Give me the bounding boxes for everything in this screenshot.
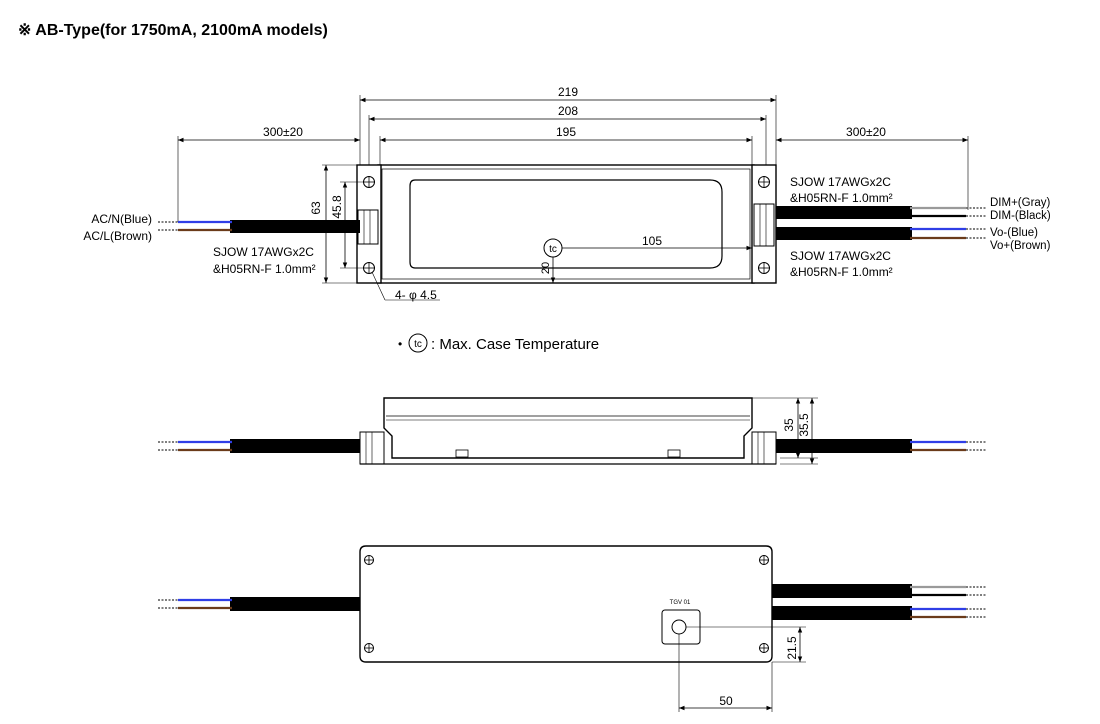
dim-35-5-label: 35.5 [797,413,811,437]
cable-out-bot-spec-2: &H05RN-F 1.0mm² [790,265,893,279]
dim-plus-label: DIM+(Gray) [990,197,1051,209]
tc-label-icon [671,619,687,635]
mounting-hole [363,262,375,274]
vo-plus-label: Vo+(Brown) [990,240,1051,252]
label-panel [409,179,723,269]
cable-gland-left [357,209,379,245]
ac-n-label: AC/N(Blue) [91,212,152,226]
cable-gland-right [753,203,775,247]
tc-note-icon [408,333,428,353]
dim-minus-label: DIM-(Black) [990,210,1051,222]
input-cable [230,439,360,453]
tc-note-symbol: tc [414,339,422,350]
mounting-hole [759,555,769,565]
dim-21-5-label: 21.5 [785,636,799,660]
dim-cable-left-label: 300±20 [263,125,303,139]
hole-label: 4- φ 4.5 [395,288,437,302]
bottom-view: TGV 01 21.5 50 [158,545,986,712]
input-cable [230,597,360,611]
case-body-top [377,164,755,284]
cable-in-spec-1: SJOW 17AWGx2C [213,245,314,259]
cable-out-top-spec-1: SJOW 17AWGx2C [790,175,891,189]
dim-219-label: 219 [558,85,578,99]
dim-105-label: 105 [642,234,662,248]
mounting-hole [363,176,375,188]
input-cable [230,220,360,233]
dim-208-label: 208 [558,104,578,118]
dim-63-label: 63 [309,201,323,215]
cable-in-spec-2: &H05RN-F 1.0mm² [213,262,316,276]
output-cable-vo [772,606,912,620]
tc-note: • tc : Max. Case Temperature [398,333,599,353]
case-body-side [383,397,753,459]
case-body-bottom [359,545,773,663]
tc-note-bullet: • [398,337,402,351]
dim-50-label: 50 [719,694,733,708]
side-view: 35 35.5 [158,397,986,465]
vo-minus-label: Vo-(Blue) [990,227,1038,239]
mounting-hole [758,176,770,188]
case-inner-edge [381,168,751,280]
dim-45-8-label: 45.8 [330,195,344,219]
mounting-hole [364,643,374,653]
cable-out-bot-spec-1: SJOW 17AWGx2C [790,249,891,263]
dim-cable-right-label: 300±20 [846,125,886,139]
mounting-hole [364,555,374,565]
mounting-hole [759,643,769,653]
top-view: 219 208 195 300±20 300±20 [83,85,1051,302]
mounting-hole [758,262,770,274]
hole-leader [371,271,386,301]
label-text: TGV 01 [670,600,691,606]
ac-l-label: AC/L(Brown) [83,229,152,243]
dim-195-label: 195 [556,125,576,139]
page-title: ※ AB-Type(for 1750mA, 2100mA models) [18,22,328,39]
output-cable-vo [776,227,912,240]
output-cable-dim [776,206,912,219]
dim-35-label: 35 [782,418,796,432]
output-cable-dim [772,584,912,598]
cable-out-top-spec-2: &H05RN-F 1.0mm² [790,191,893,205]
tc-marker-text: tc [549,244,557,255]
output-cable [776,439,912,453]
dim-20-label: 20 [540,262,552,274]
tc-note-text: : Max. Case Temperature [431,336,599,353]
